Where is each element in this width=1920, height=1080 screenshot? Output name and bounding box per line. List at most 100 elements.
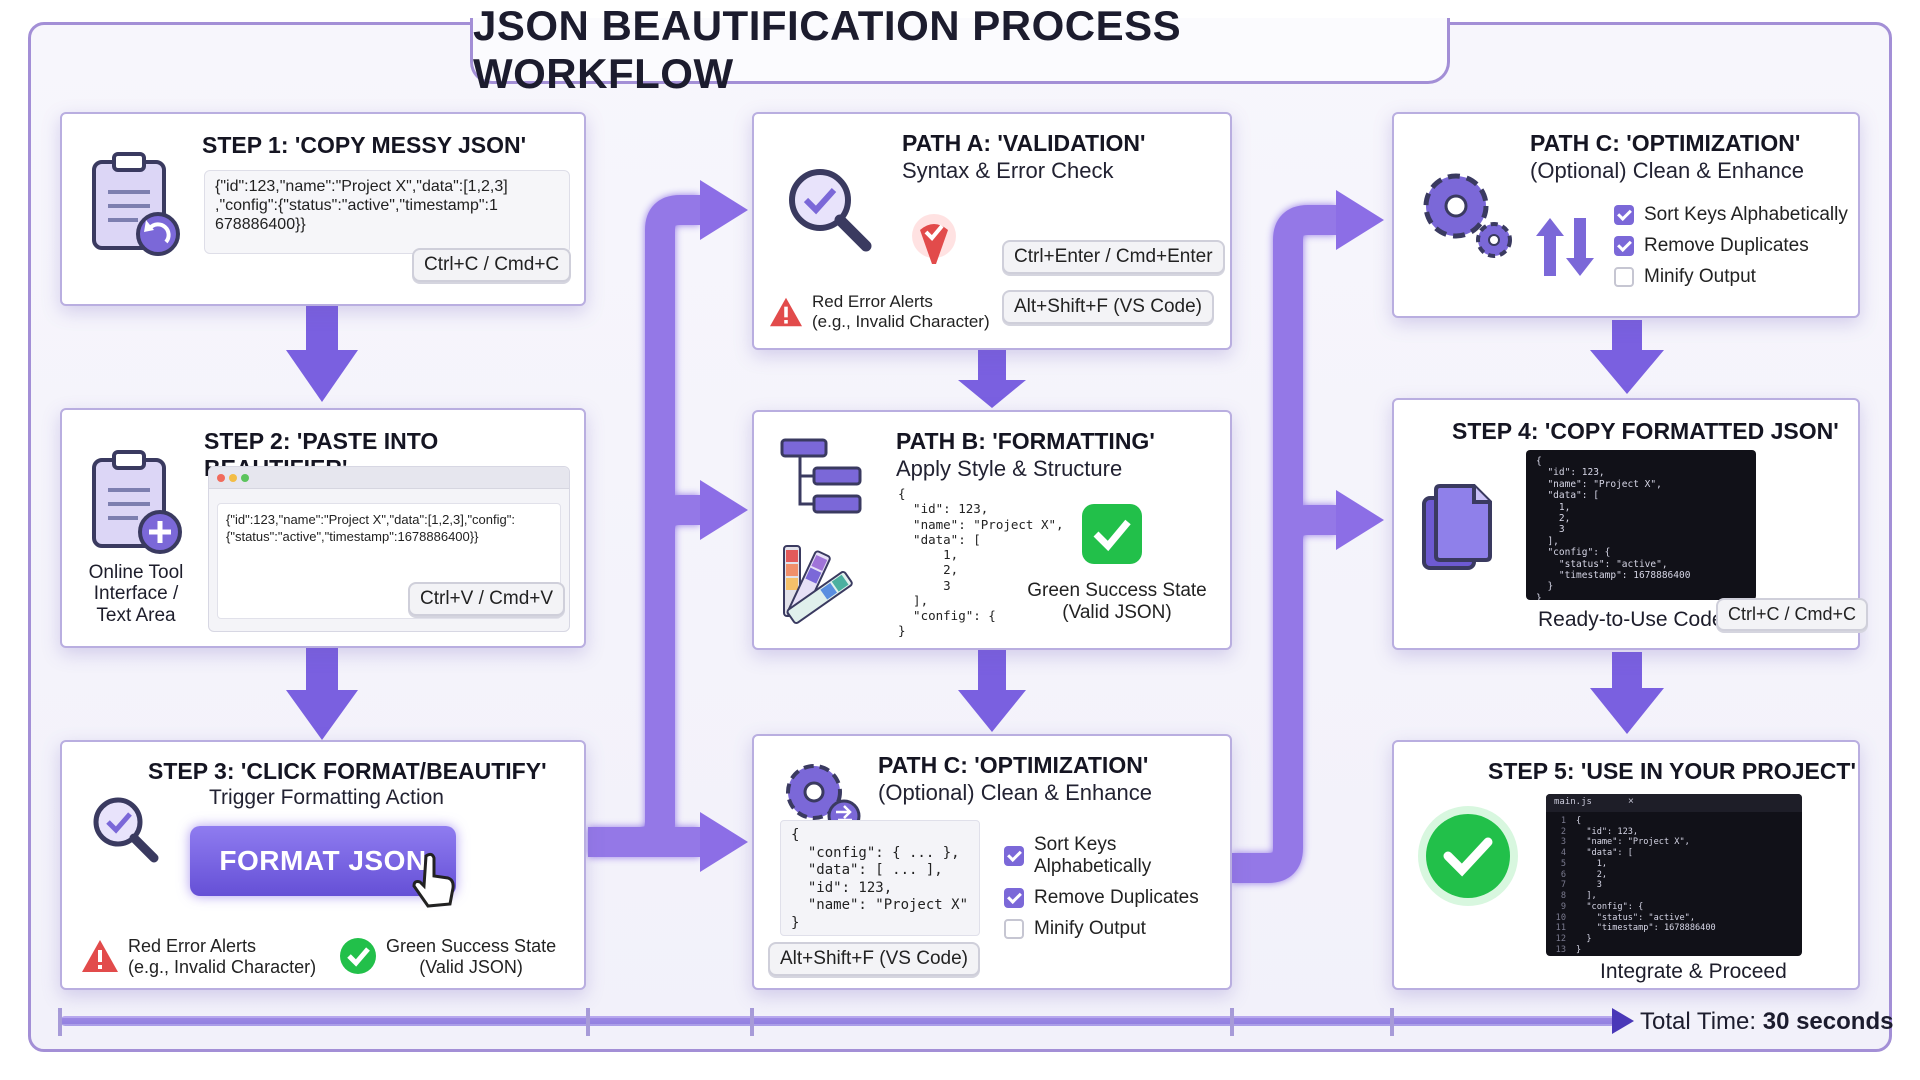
option-sort-keys[interactable]: Sort Keys Alphabetically: [1004, 834, 1230, 878]
step1-card: STEP 1: 'COPY MESSY JSON' {"id":123,"nam…: [60, 112, 586, 306]
step4-card: STEP 4: 'COPY FORMATTED JSON' { "id": 12…: [1392, 398, 1869, 650]
pathC-top-card: PATH C: 'OPTIMIZATION' (Optional) Clean …: [1392, 112, 1860, 318]
step3-subtitle: Trigger Formatting Action: [209, 786, 444, 809]
step5-label: Integrate & Proceed: [1600, 960, 1787, 983]
arrow-heads-mid: [700, 180, 748, 872]
checkbox-checked[interactable]: [1614, 236, 1634, 256]
step2-code: {"id":123,"name":"Project X","data":[1,2…: [226, 512, 515, 544]
editor-panel: main.js × 1 2 3 4 5 6 7 8 9 10 11 12 13 …: [1546, 794, 1802, 956]
checkbox-checked[interactable]: [1614, 205, 1634, 225]
magnifier-check-icon: [789, 169, 872, 252]
step2-shortcut: Ctrl+V / Cmd+V: [408, 582, 566, 616]
arrow-step2-to-step3: [286, 648, 358, 740]
arrow-step4-to-step5: [1590, 652, 1664, 734]
pathA-shortcut-validate: Ctrl+Enter / Cmd+Enter: [1002, 240, 1225, 274]
pathC-top-options: Sort Keys Alphabetically Remove Duplicat…: [1614, 204, 1848, 297]
pathB-card: PATH B: 'FORMATTING' Apply Style & Struc…: [752, 410, 1232, 650]
option-minify[interactable]: Minify Output: [1614, 266, 1848, 288]
step4-shortcut: Ctrl+C / Cmd+C: [1716, 598, 1869, 631]
color-palette-icon: [783, 545, 853, 624]
step2-card: Online Tool Interface / Text Area STEP 2…: [60, 408, 586, 648]
format-json-button[interactable]: FORMAT JSON: [190, 826, 456, 896]
window-titlebar: [209, 467, 569, 489]
copy-documents-icon: [1422, 484, 1492, 570]
error-pin-icon: [912, 214, 956, 264]
pathC-mid-title: PATH C: 'OPTIMIZATION': [878, 752, 1149, 778]
step4-title: STEP 4: 'COPY FORMATTED JSON': [1452, 418, 1839, 444]
step4-code-panel: { "id": 123, "name": "Project X", "data"…: [1526, 450, 1756, 600]
pathA-error-label: Red Error Alerts (e.g., Invalid Characte…: [812, 292, 990, 331]
checkbox-checked[interactable]: [1004, 888, 1024, 908]
pathB-code: { "id": 123, "name": "Project X", "data"…: [898, 486, 1064, 639]
arrow-heads-right: [1336, 190, 1384, 550]
option-minify[interactable]: Minify Output: [1004, 918, 1230, 940]
step4-code: { "id": 123, "name": "Project X", "data"…: [1536, 456, 1691, 600]
checkbox-checked[interactable]: [1004, 846, 1024, 866]
gear-icon: [1423, 173, 1512, 258]
total-time-label: Total Time:: [1640, 1008, 1757, 1035]
format-json-label: FORMAT JSON: [219, 845, 427, 876]
pathA-shortcut-format: Alt+Shift+F (VS Code): [1002, 290, 1214, 324]
pathC-mid-card: PATH C: 'OPTIMIZATION' (Optional) Clean …: [752, 734, 1232, 990]
timeline-bar: [58, 1008, 1634, 1036]
option-sort-keys[interactable]: Sort Keys Alphabetically: [1614, 204, 1848, 226]
clipboard-undo-icon: [92, 152, 180, 256]
arrow-pathA-to-pathB: [958, 350, 1026, 408]
pointer-hand-icon: [412, 852, 455, 908]
pathA-title: PATH A: 'VALIDATION': [902, 130, 1146, 156]
close-icon[interactable]: ×: [1628, 796, 1634, 807]
magnifier-check-icon: [93, 797, 159, 863]
error-warning-icon: [770, 297, 802, 327]
step5-card: STEP 5: 'USE IN YOUR PROJECT' main.js × …: [1392, 740, 1860, 990]
maximize-dot: [241, 474, 249, 482]
close-dot: [217, 474, 225, 482]
success-check-icon: [340, 938, 376, 974]
arrow-pathC-to-step4: [1590, 320, 1664, 394]
clipboard-add-icon: [92, 450, 182, 554]
arrow-step3-branches: [588, 195, 700, 857]
success-check-icon: [1082, 504, 1142, 564]
pathC-top-subtitle: (Optional) Clean & Enhance: [1530, 158, 1804, 183]
checkbox-unchecked[interactable]: [1004, 919, 1024, 939]
total-time: Total Time: 30 seconds: [1640, 1008, 1893, 1036]
arrow-step1-to-step2: [286, 306, 358, 402]
step2-side-label: Online Tool Interface / Text Area: [88, 562, 184, 626]
pathC-mid-code-box: { "config": { ... }, "data": [ ... ], "i…: [780, 820, 980, 936]
pathB-success-label: Green Success State (Valid JSON): [1027, 580, 1207, 623]
sort-arrows-icon: [1536, 218, 1594, 276]
step1-code-box: {"id":123,"name":"Project X","data":[1,2…: [204, 170, 570, 254]
pathC-mid-code: { "config": { ... }, "data": [ ... ], "i…: [791, 827, 969, 931]
pathA-subtitle: Syntax & Error Check: [902, 158, 1114, 183]
arrow-pathB-to-pathC: [958, 650, 1026, 732]
step1-shortcut: Ctrl+C / Cmd+C: [412, 248, 572, 282]
editor-tab[interactable]: main.js: [1554, 797, 1592, 807]
total-time-value: 30 seconds: [1762, 1008, 1894, 1035]
pathB-title: PATH B: 'FORMATTING': [896, 428, 1155, 454]
option-remove-duplicates[interactable]: Remove Duplicates: [1004, 887, 1230, 909]
error-warning-icon: [82, 940, 118, 972]
pathA-card: PATH A: 'VALIDATION' Syntax & Error Chec…: [752, 112, 1232, 350]
step4-label: Ready-to-Use Code: [1538, 608, 1724, 631]
minimize-dot: [229, 474, 237, 482]
success-check-icon: [1418, 806, 1518, 906]
step5-code: { "id": 123, "name": "Project X", "data"…: [1576, 816, 1716, 955]
arrow-mid-to-right: [1232, 205, 1336, 883]
step1-code: {"id":123,"name":"Project X","data":[1,2…: [215, 178, 508, 234]
pathC-mid-options: Sort Keys Alphabetically Remove Duplicat…: [1004, 834, 1230, 949]
step3-card: STEP 3: 'CLICK FORMAT/BEAUTIFY' Trigger …: [60, 740, 586, 990]
page-title: JSON BEAUTIFICATION PROCESS WORKFLOW: [473, 1, 1182, 97]
pathC-top-title: PATH C: 'OPTIMIZATION': [1530, 130, 1801, 156]
step3-title: STEP 3: 'CLICK FORMAT/BEAUTIFY': [148, 758, 547, 784]
pathB-subtitle: Apply Style & Structure: [896, 456, 1123, 481]
editor-line-numbers: 1 2 3 4 5 6 7 8 9 10 11 12 13: [1555, 816, 1566, 955]
step5-title: STEP 5: 'USE IN YOUR PROJECT': [1488, 758, 1856, 784]
pathC-mid-shortcut: Alt+Shift+F (VS Code): [768, 942, 980, 976]
title-tab: JSON BEAUTIFICATION PROCESS WORKFLOW: [470, 2, 1450, 97]
checkbox-unchecked[interactable]: [1614, 267, 1634, 287]
tree-structure-icon: [780, 438, 862, 514]
option-remove-duplicates[interactable]: Remove Duplicates: [1614, 235, 1848, 257]
step3-success-label: Green Success State (Valid JSON): [386, 936, 557, 977]
pathC-mid-subtitle: (Optional) Clean & Enhance: [878, 780, 1152, 805]
editor-tabbar: main.js ×: [1546, 794, 1802, 812]
